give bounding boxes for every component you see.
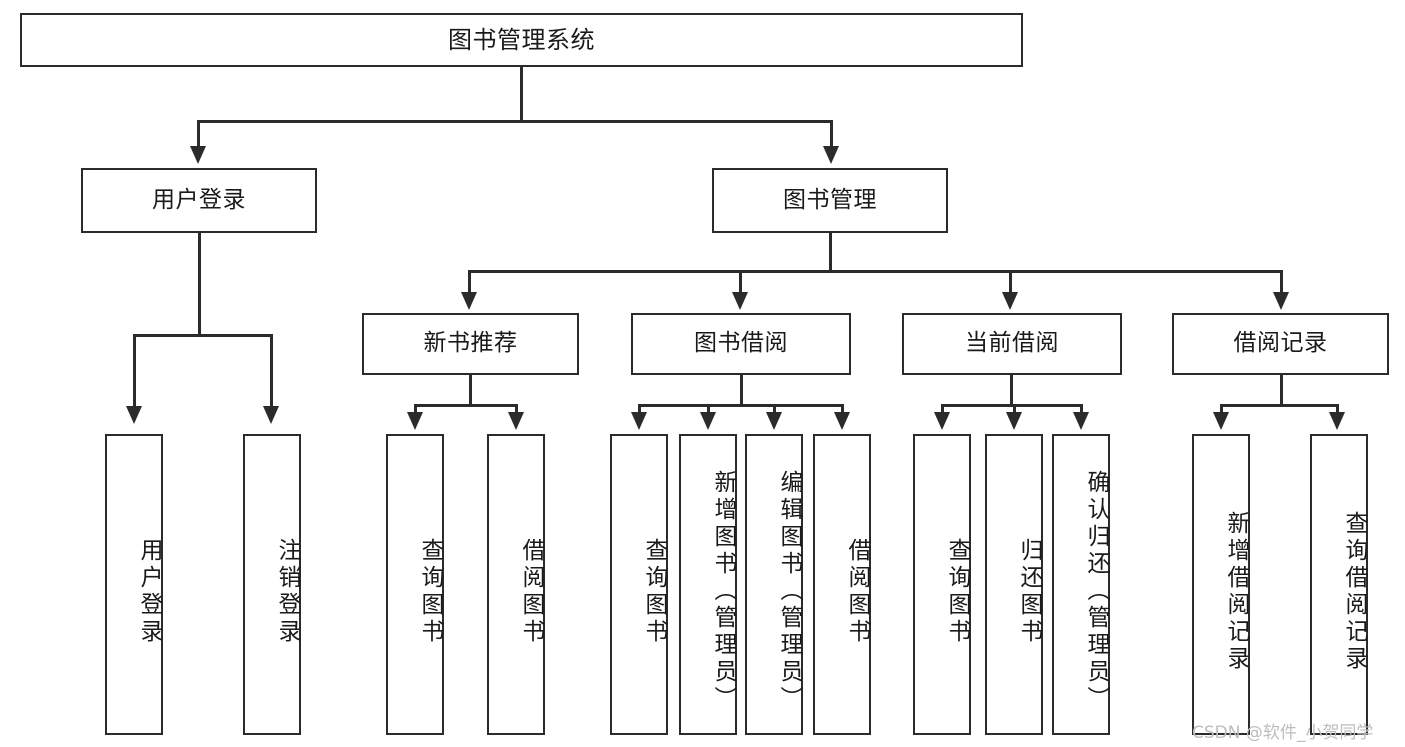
arrow-to-book-borrow bbox=[732, 292, 748, 310]
edge-root-drop-right bbox=[830, 120, 833, 148]
arrow-to-book-management bbox=[823, 146, 839, 164]
edge-borrow-drop-4 bbox=[841, 404, 844, 414]
edge-record-bus bbox=[1220, 404, 1338, 407]
edge-l3-drop-3 bbox=[1009, 270, 1012, 294]
node-current-borrow[interactable]: 当前借阅 bbox=[902, 313, 1122, 375]
edge-borrow-bus bbox=[638, 404, 842, 407]
edge-user-login-drop-1 bbox=[133, 334, 136, 408]
arrow-to-leaf-return-book bbox=[1006, 412, 1022, 430]
arrow-to-leaf-user-login bbox=[126, 406, 142, 424]
leaf-query-book-borrow[interactable]: 查询图书 bbox=[610, 434, 668, 735]
edge-user-login-stem bbox=[198, 233, 201, 336]
leaf-query-book-current[interactable]: 查询图书 bbox=[913, 434, 971, 735]
edge-current-drop-3 bbox=[1080, 404, 1083, 414]
leaf-borrow-book-recommend[interactable]: 借阅图书 bbox=[487, 434, 545, 735]
edge-root-bus bbox=[197, 120, 832, 123]
arrow-to-leaf-borrow-book-2 bbox=[834, 412, 850, 430]
edge-recommend-drop-1 bbox=[414, 404, 417, 414]
edge-current-drop-1 bbox=[941, 404, 944, 414]
node-root-book-management-system[interactable]: 图书管理系统 bbox=[20, 13, 1023, 67]
edge-book-management-stem bbox=[829, 233, 832, 272]
edge-borrow-stem bbox=[740, 375, 743, 406]
leaf-edit-book-admin[interactable]: 编辑图书（管理员） bbox=[745, 434, 803, 735]
arrow-to-leaf-add-record bbox=[1213, 412, 1229, 430]
edge-record-drop-2 bbox=[1336, 404, 1339, 414]
arrow-to-new-book-recommend bbox=[461, 292, 477, 310]
csdn-watermark: CSDN @软件_小贺同学 bbox=[1192, 723, 1374, 743]
leaf-add-book-admin[interactable]: 新增图书（管理员） bbox=[679, 434, 737, 735]
leaf-add-borrow-record[interactable]: 新增借阅记录 bbox=[1192, 434, 1250, 735]
arrow-to-current-borrow bbox=[1002, 292, 1018, 310]
arrow-to-leaf-edit-book bbox=[766, 412, 782, 430]
edge-borrow-drop-3 bbox=[773, 404, 776, 414]
arrow-to-leaf-add-book bbox=[700, 412, 716, 430]
edge-recommend-bus bbox=[414, 404, 518, 407]
edge-l3-drop-1 bbox=[468, 270, 471, 294]
edge-record-drop-1 bbox=[1220, 404, 1223, 414]
leaf-borrow-book[interactable]: 借阅图书 bbox=[813, 434, 871, 735]
edge-book-management-bus bbox=[468, 270, 1282, 273]
edge-user-login-bus bbox=[133, 334, 272, 337]
node-book-borrow[interactable]: 图书借阅 bbox=[631, 313, 851, 375]
arrow-to-leaf-borrow-book-1 bbox=[508, 412, 524, 430]
edge-record-stem bbox=[1280, 375, 1283, 406]
node-book-management[interactable]: 图书管理 bbox=[712, 168, 948, 233]
edge-l3-drop-2 bbox=[739, 270, 742, 294]
arrow-to-leaf-logout bbox=[263, 406, 279, 424]
edge-root-stem bbox=[520, 67, 523, 122]
leaf-query-borrow-record[interactable]: 查询借阅记录 bbox=[1310, 434, 1368, 735]
arrow-to-leaf-query-book-3 bbox=[934, 412, 950, 430]
edge-recommend-stem bbox=[469, 375, 472, 406]
arrow-to-user-login bbox=[190, 146, 206, 164]
arrow-to-borrow-record bbox=[1273, 292, 1289, 310]
leaf-logout[interactable]: 注销登录 bbox=[243, 434, 301, 735]
leaf-confirm-return-admin[interactable]: 确认归还（管理员） bbox=[1052, 434, 1110, 735]
leaf-user-login[interactable]: 用户登录 bbox=[105, 434, 163, 735]
leaf-query-book-recommend[interactable]: 查询图书 bbox=[386, 434, 444, 735]
edge-borrow-drop-1 bbox=[638, 404, 641, 414]
edge-root-drop-left bbox=[197, 120, 200, 148]
edge-l3-drop-4 bbox=[1280, 270, 1283, 294]
edge-borrow-drop-2 bbox=[707, 404, 710, 414]
arrow-to-leaf-query-book-2 bbox=[631, 412, 647, 430]
node-user-login[interactable]: 用户登录 bbox=[81, 168, 317, 233]
leaf-return-book[interactable]: 归还图书 bbox=[985, 434, 1043, 735]
node-new-book-recommend[interactable]: 新书推荐 bbox=[362, 313, 579, 375]
arrow-to-leaf-confirm-return bbox=[1073, 412, 1089, 430]
edge-user-login-drop-2 bbox=[270, 334, 273, 408]
edge-current-stem bbox=[1010, 375, 1013, 406]
edge-recommend-drop-2 bbox=[515, 404, 518, 414]
arrow-to-leaf-query-book-1 bbox=[407, 412, 423, 430]
edge-current-drop-2 bbox=[1013, 404, 1016, 414]
arrow-to-leaf-query-record bbox=[1329, 412, 1345, 430]
node-borrow-record[interactable]: 借阅记录 bbox=[1172, 313, 1389, 375]
edge-current-bus bbox=[941, 404, 1081, 407]
